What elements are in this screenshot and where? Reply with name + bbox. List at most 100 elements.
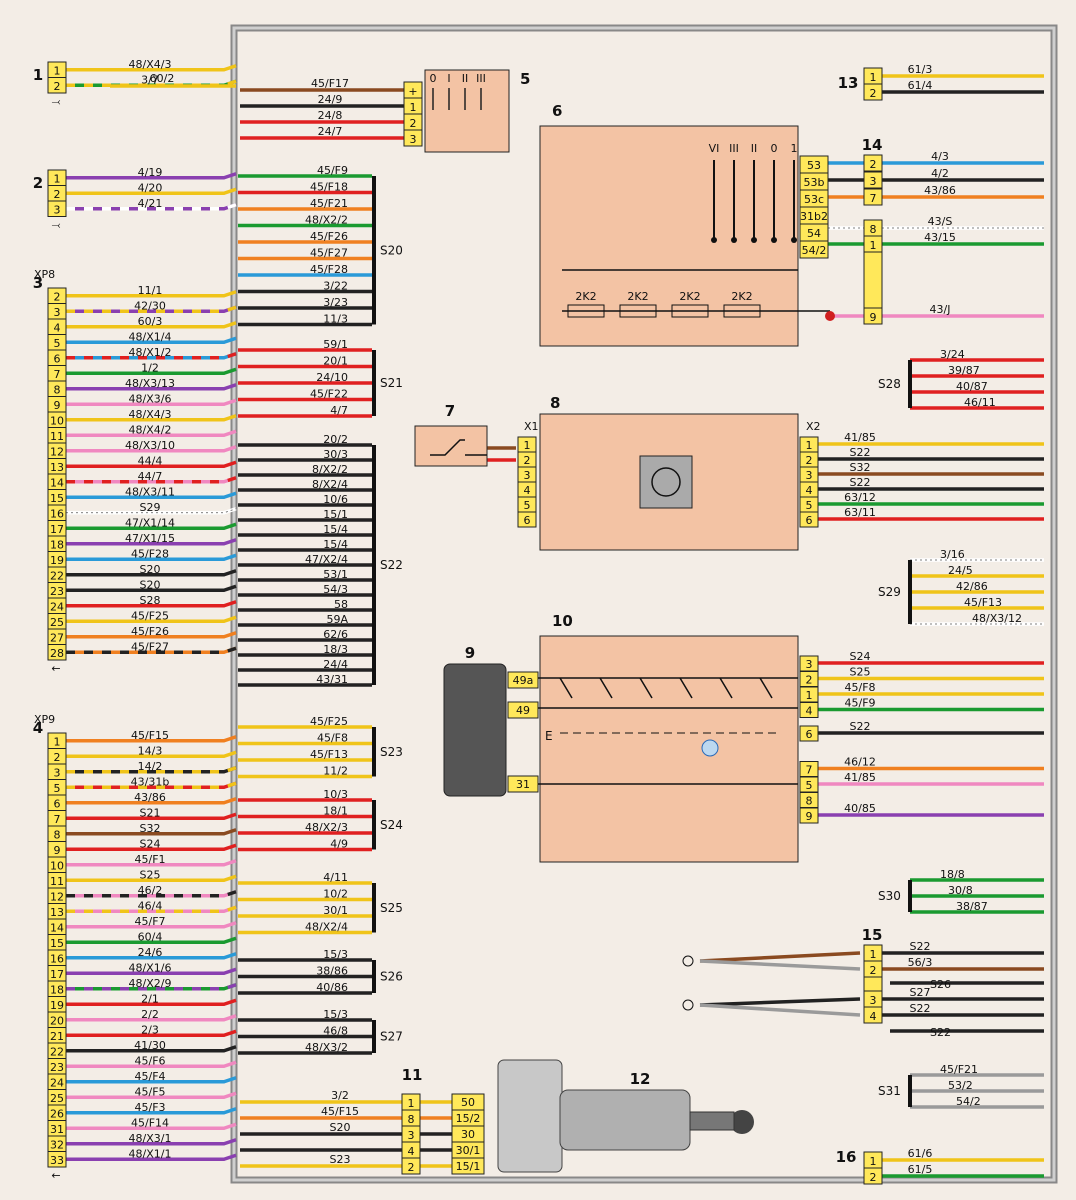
device-6-pin [799,240,829,259]
connector-4-pin-number: 33 [50,1154,64,1167]
device-8-pin-number: 5 [806,499,813,512]
connector-3-pin-number: 4 [54,322,61,335]
connector-16-pin-number: 1 [870,1155,877,1168]
wire-label: 54/3 [323,583,348,596]
wire-label: 38/86 [316,965,348,978]
connector-4-wire [66,1060,237,1068]
wire-label: 43/31 [316,673,348,686]
device-8-left-pin-number: 5 [524,499,531,512]
wire-label: 30/3 [323,448,348,461]
device-6-position: 1 [791,142,798,155]
connector-13-number: 13 [838,74,859,92]
wire-label: 45/F26 [310,230,348,243]
connector-4-pin-number: 32 [50,1139,64,1152]
wire-label: 14/2 [138,760,163,773]
wire-label: 42/30 [134,299,166,312]
connector-2-wire [66,187,237,195]
connector-4-plug-name: XP9 [34,713,55,726]
connector-2-pin-number: 2 [54,188,61,201]
connector-4-wire [66,828,237,836]
connector-3-wire [66,398,237,406]
device-5-position: I [447,72,450,85]
connector-14-pin [863,154,883,172]
device-6-node [825,311,835,321]
connector-3-pin-number: 15 [50,492,64,505]
connector-4-wire [66,921,237,929]
connector-4-wire [66,998,237,1006]
device-10-number: 10 [552,612,573,630]
connector-3-wire [66,321,237,329]
wire-label: 43/86 [924,184,956,197]
connector-4-wire [66,1122,237,1130]
wire-label: 46/12 [844,756,876,769]
device-8-pin-number: 4 [806,484,813,497]
wire-label: S28 [140,594,161,607]
connector-3-pin-number: 23 [50,585,64,598]
connector-4-wire [66,797,237,805]
wire-label: 15/1 [323,508,348,521]
connector-4-pin-number: 2 [54,751,61,764]
connector-11-pin-number: 4 [408,1145,415,1158]
connector-3-wire [66,429,237,437]
connector-4-wire [66,952,237,960]
connector-3-number: 3 [33,274,43,292]
wire-label: S25 [850,666,871,679]
device-5-pin-number: 2 [410,117,417,130]
connector-1-wire [66,64,237,72]
connector-4-number: 4 [33,719,43,737]
wire-label: 48/X3/6 [129,392,172,405]
wire-label: 45/F9 [844,697,875,710]
wire-label: 4/7 [330,404,348,417]
wire-label: 15/3 [323,948,348,961]
connector-3-pin-number: 16 [50,508,64,521]
wire-label: 40/86 [316,981,348,994]
connector-4-wire-stripe [66,781,237,789]
wire-label: 24/9 [318,93,343,106]
wire-label: 8/X2/4 [312,478,348,491]
device-6-position: 0 [771,142,778,155]
wire-label: 48/X4/3 [129,408,172,421]
connector-11-pin [401,1157,421,1175]
s31-name: S31 [878,1084,901,1098]
connector-14-pin-number: 1 [870,239,877,252]
device-9-pin [507,701,539,719]
device-6-position: VI [709,142,720,155]
wire-label: S22 [930,1026,951,1039]
device-10-contact [759,677,773,699]
wire-label: 2/1 [141,992,159,1005]
connector-2-pin [47,200,67,217]
wire-label: 48/X3/11 [125,485,175,498]
wire-label: 10/2 [323,888,348,901]
device-6-resistor-value: 2K2 [575,290,596,303]
connector-3-pin-number: 27 [50,632,64,645]
connector-3-pin-number: 5 [54,337,61,350]
connector-16-pin-number: 2 [870,1171,877,1184]
connector-13-pin [863,83,883,101]
connector-3-wire [66,445,237,453]
connector-4-wire [66,1045,237,1053]
wire-label: 43/S [928,215,953,228]
wire-label: 15/4 [323,523,348,536]
wire-label: 48/X4/2 [129,423,172,436]
splice-S21-name: S21 [380,376,403,390]
wire-label: 18/1 [323,805,348,818]
device-6-body [539,125,799,347]
wire-label: 45/F28 [131,547,169,560]
connector-4-wire [66,1091,237,1099]
connector-15-gap [863,976,883,992]
device-8-pin-number: 3 [806,469,813,482]
wire-label: 24/4 [323,658,348,671]
wire-label: 45/F5 [134,1085,165,1098]
wire-label: 18/3 [323,643,348,656]
connector-15-number: 15 [862,926,883,944]
s29-name: S29 [878,585,901,599]
wire-label: 45/F25 [310,715,348,728]
device-10-contact [639,677,653,699]
wire-label: 61/4 [908,79,933,92]
wire-label: 18/8 [940,868,965,881]
device-8-x2: X2 [806,420,821,433]
key-shaft [689,1111,735,1131]
wire-label: 2/3 [141,1023,159,1036]
device-12-pin-name: 15/2 [456,1112,481,1125]
wire-label: 48/X3/12 [972,612,1022,625]
